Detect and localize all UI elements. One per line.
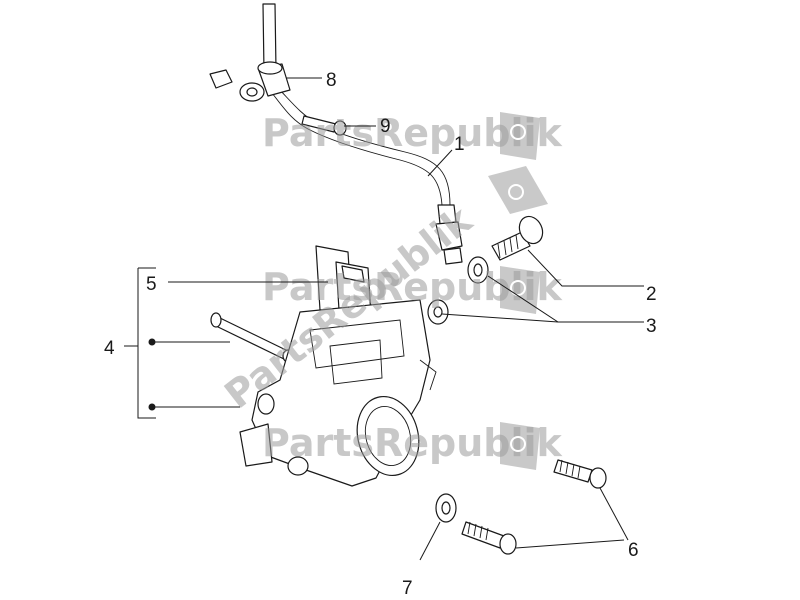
brake-caliper — [239, 299, 437, 487]
washer — [435, 493, 457, 523]
callout-2: 2 — [646, 284, 657, 305]
watermark-top: PartsRepublik — [262, 111, 563, 160]
caliper-bolts — [461, 459, 607, 555]
callout-1: 1 — [454, 134, 465, 155]
callout-bullet — [148, 403, 156, 411]
watermark-middle: PartsRepublik — [262, 265, 563, 314]
banjo-bolt — [491, 215, 544, 261]
callout-6: 6 — [628, 540, 639, 561]
callout-bullet — [148, 338, 156, 346]
callout-9: 9 — [380, 116, 391, 137]
brake-hose — [262, 3, 463, 265]
copper-washers — [427, 256, 489, 325]
callout-7: 7 — [402, 578, 413, 599]
hose-clamp — [209, 61, 291, 102]
callout-3: 3 — [646, 316, 657, 337]
small-bolt — [301, 115, 347, 136]
callout-8: 8 — [326, 70, 337, 91]
leader-lines — [124, 77, 644, 561]
callout-5: 5 — [146, 274, 157, 295]
callout-4: 4 — [104, 338, 115, 359]
watermark-bottom: PartsRepublik — [262, 421, 563, 470]
